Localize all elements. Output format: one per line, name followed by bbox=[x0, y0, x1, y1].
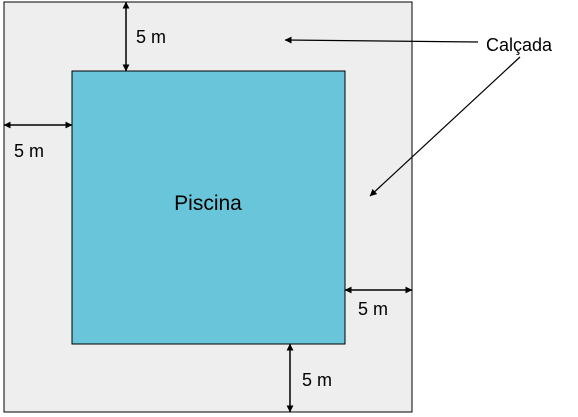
walkway-pointer-arrow-diagonal bbox=[369, 56, 521, 197]
pool-label: Piscina bbox=[174, 192, 242, 215]
bottom-dimension-label: 5 m bbox=[302, 370, 332, 390]
pool-area bbox=[71, 70, 346, 345]
left-dimension-label: 5 m bbox=[14, 141, 44, 161]
right-dimension-label: 5 m bbox=[358, 299, 388, 319]
top-dimension-label: 5 m bbox=[136, 27, 166, 47]
walkway-pointer-arrow-horizontal bbox=[284, 36, 479, 44]
walkway-label: Calçada bbox=[486, 35, 553, 55]
